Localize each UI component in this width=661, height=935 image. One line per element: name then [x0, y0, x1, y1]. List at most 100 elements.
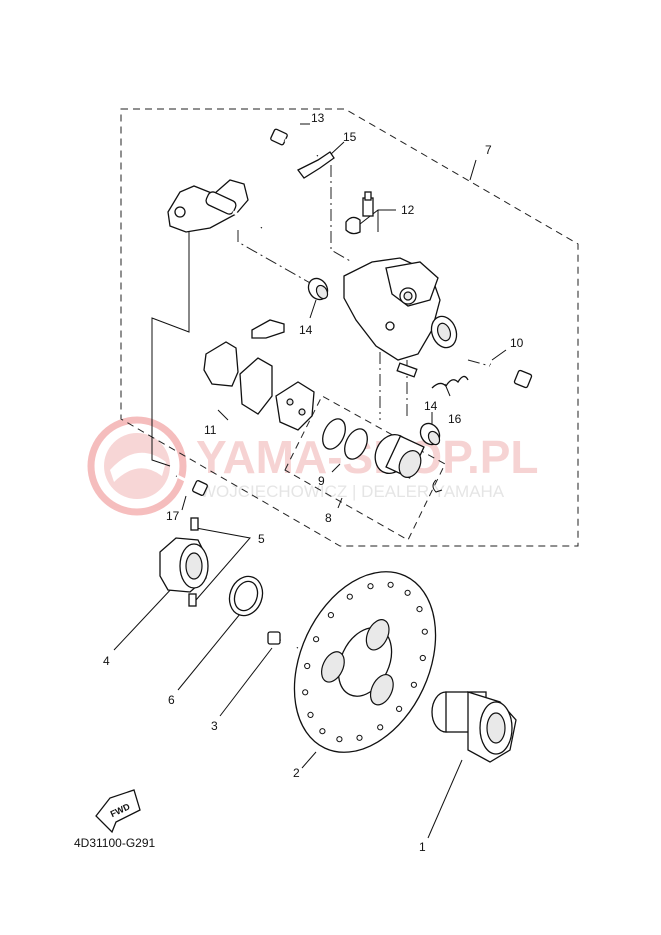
bleed-screw-tip	[364, 191, 372, 201]
o-ring-inner	[233, 580, 259, 612]
disc-drill-hole	[367, 583, 374, 590]
disc-drill-hole	[327, 612, 334, 619]
callout-8: 8	[325, 511, 332, 525]
slide-pin-axis	[237, 230, 313, 285]
disc-bolt-shank-fill	[280, 638, 298, 649]
part-14-boot-lower	[419, 422, 441, 446]
nipple-bottom	[188, 593, 197, 607]
callout-15: 16	[448, 412, 462, 426]
assembly-boundary-7	[120, 108, 579, 547]
leader-6	[177, 613, 241, 691]
leader-2	[301, 751, 317, 769]
fwd-arrow: FWD	[95, 789, 141, 834]
leader-8	[337, 497, 343, 509]
caliper-bracket	[167, 179, 263, 233]
bolt-10-head	[513, 369, 533, 389]
callout-3: 3	[211, 719, 218, 733]
seal-b	[344, 428, 368, 460]
callout-11: 11	[204, 423, 217, 437]
caliper-bolt-hole	[385, 321, 395, 331]
part-16-retainer-clip	[297, 151, 335, 179]
pin-axis-line	[151, 226, 190, 467]
bolt-13-head	[270, 128, 288, 146]
callout-16: 15	[343, 130, 357, 144]
leader-11	[217, 409, 229, 421]
leader-3	[219, 647, 273, 717]
caliper-piston	[374, 434, 425, 479]
callout-17: 17	[166, 509, 180, 523]
disc-drill-hole	[419, 654, 426, 662]
leader-lines	[113, 123, 507, 839]
callout-9: 9	[318, 474, 325, 488]
disc-bolt-head	[267, 631, 281, 645]
bolt-17-head	[192, 480, 208, 496]
callout-2: 2	[293, 766, 300, 780]
bolt13-axis	[330, 165, 353, 263]
part-6-o-ring	[228, 575, 264, 617]
circlip	[432, 479, 443, 493]
disc-drill-hole	[307, 711, 314, 719]
part-5-grease-nipples	[188, 517, 199, 607]
caliper-top	[385, 261, 439, 307]
nipple-top	[190, 517, 199, 531]
part-15-spring	[431, 375, 469, 389]
leader-9	[331, 463, 341, 473]
leader-16	[329, 141, 345, 156]
callout-5: 5	[258, 532, 265, 546]
brake-pad-c	[275, 381, 315, 431]
disc-drill-hole	[356, 734, 363, 741]
boot-lower-opening	[427, 430, 441, 446]
leader-4	[113, 585, 175, 651]
part-9-piston-seals	[322, 418, 368, 460]
disc-cutout-2	[369, 674, 394, 706]
part-4-hub-collar	[159, 537, 209, 593]
pad-c-hole-1	[286, 398, 294, 406]
disc-drill-hole	[387, 581, 394, 588]
callout-10: 10	[510, 336, 524, 350]
caliper-port-inner	[403, 291, 413, 301]
disc-drill-hole	[404, 589, 411, 596]
callout-12: 12	[401, 203, 415, 217]
callout-6: 6	[168, 693, 175, 707]
part-11-brake-pads	[203, 341, 315, 431]
bracket-plate	[167, 179, 249, 233]
part-3-disc-bolt	[267, 631, 299, 649]
disc-cutout-3	[321, 651, 345, 683]
brake-pad-b	[239, 357, 273, 415]
leader-10	[491, 349, 507, 361]
caliper-piston-bore-inner	[436, 322, 452, 342]
leader-7	[469, 159, 477, 181]
part-10-bolt	[489, 362, 533, 389]
leader-5	[195, 527, 251, 601]
watermark-subtitle: WOJCIECHOWICZ | DEALER YAMAHA	[200, 482, 505, 501]
pad-shim	[251, 319, 285, 339]
disc-drill-hole	[410, 681, 417, 688]
disc-drill-hole	[346, 593, 353, 600]
callout-labels: 13 15 7 12 14 10 14 16 11 9 8 17 5 4 6 3…	[103, 111, 524, 854]
leader-14a	[309, 299, 317, 319]
disc-cutout-1	[365, 619, 390, 651]
seal-a	[322, 418, 346, 450]
part-13-bolt	[270, 128, 319, 157]
disc-drill-hole	[336, 736, 343, 743]
bleed-screw-body	[362, 197, 374, 217]
disc-drill-hole	[396, 705, 403, 713]
watermark-logo-ring	[87, 416, 187, 516]
callout-13: 13	[311, 111, 325, 125]
disc-drill-hole	[319, 728, 326, 735]
disc-drill-hole	[416, 606, 423, 613]
caliper-lug	[396, 362, 418, 378]
part-17-bolt	[175, 474, 208, 496]
callout-14-lower: 14	[424, 399, 438, 413]
part-12-bleed-screw	[345, 191, 374, 235]
callout-4: 4	[103, 654, 110, 668]
disc-drill-hole	[302, 689, 309, 696]
part-2-brake-disc	[293, 571, 437, 753]
bolt-13-shank-fill	[284, 138, 318, 157]
pad-c-hole-2	[298, 408, 306, 416]
callout-7: 7	[485, 143, 492, 157]
callout-14-upper: 14	[299, 323, 313, 337]
disc-drill-hole	[304, 662, 311, 670]
